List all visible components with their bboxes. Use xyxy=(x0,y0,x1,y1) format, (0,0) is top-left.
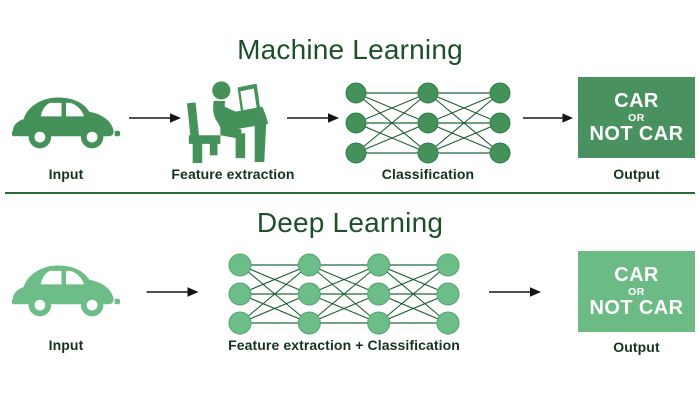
input-label: Input xyxy=(48,337,84,353)
arrow-icon xyxy=(489,287,541,297)
output-box: CAR OR NOT CAR xyxy=(578,77,695,158)
output-label: Output xyxy=(613,166,660,182)
output-label: Output xyxy=(613,339,660,355)
analyst-at-desk-icon xyxy=(186,81,269,163)
output-box: CAR OR NOT CAR xyxy=(578,251,695,332)
car-icon xyxy=(12,97,120,149)
output-line-car: CAR xyxy=(614,89,659,112)
input-label: Input xyxy=(48,166,84,182)
output-line-notcar: NOT CAR xyxy=(589,122,684,145)
arrow-icon xyxy=(522,113,574,123)
arrow-icon xyxy=(287,113,339,123)
section-divider xyxy=(5,192,695,194)
machine-learning-title: Machine Learning xyxy=(237,34,463,65)
feature-extraction-label: Feature extraction xyxy=(171,166,295,182)
feature-extraction-classification-label: Feature extraction + Classification xyxy=(228,337,460,353)
arrow-icon xyxy=(129,113,181,123)
car-icon xyxy=(12,265,120,317)
output-line-or: OR xyxy=(628,111,645,124)
arrow-icon xyxy=(146,287,199,297)
output-line-or: OR xyxy=(628,285,645,298)
classification-label: Classification xyxy=(381,166,475,182)
neural-network-icon xyxy=(228,253,460,335)
neural-network-icon xyxy=(345,82,511,164)
output-line-notcar: NOT CAR xyxy=(589,296,684,319)
deep-learning-title: Deep Learning xyxy=(256,207,444,238)
output-line-car: CAR xyxy=(614,263,659,286)
